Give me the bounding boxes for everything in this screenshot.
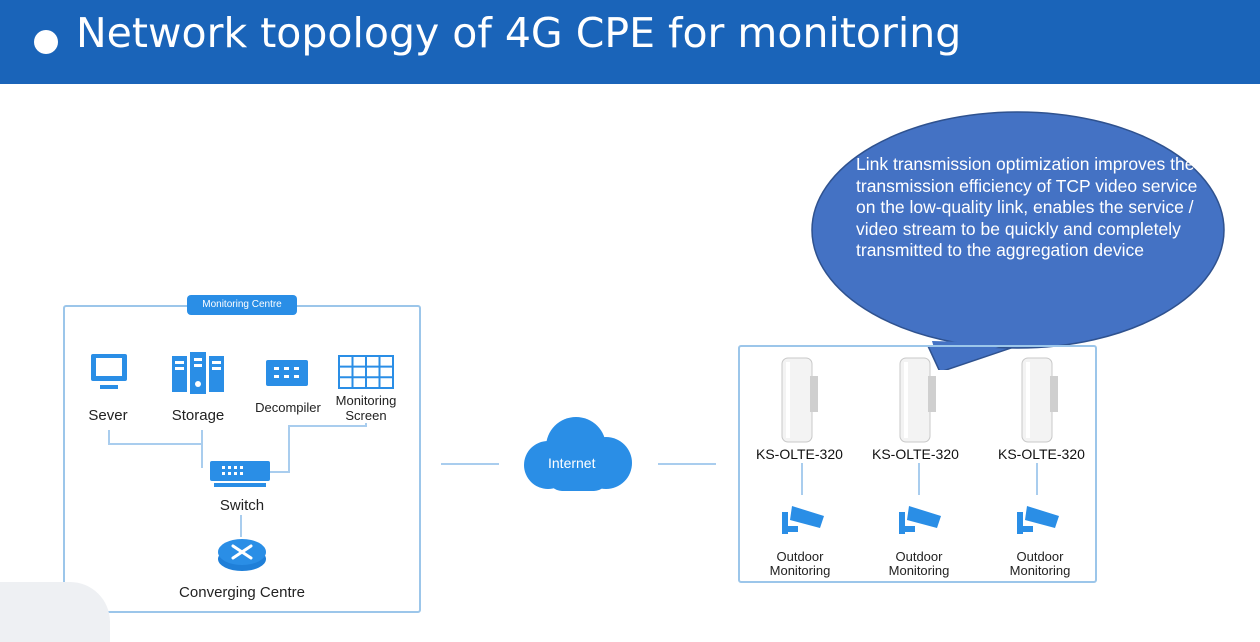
decompiler-icon xyxy=(266,360,308,386)
connector xyxy=(441,463,499,465)
camera-icon xyxy=(782,506,824,534)
camera-label-line2: Monitoring xyxy=(769,563,831,578)
camera-label-line2: Monitoring xyxy=(888,563,950,578)
camera-icon xyxy=(1017,506,1059,534)
device-label: KS-OLTE-320 xyxy=(998,446,1085,462)
camera-label-line1: Outdoor xyxy=(776,549,824,564)
slide-title: Network topology of 4G CPE for monitorin… xyxy=(76,9,962,57)
callout-text: Link transmission optimization improves … xyxy=(856,154,1198,260)
connector xyxy=(918,463,920,495)
server-rack-icon xyxy=(172,352,224,394)
connector xyxy=(365,423,367,427)
device-label: KS-OLTE-320 xyxy=(756,446,843,462)
camera-label-line1: Outdoor xyxy=(1016,549,1064,564)
sever-label: Sever xyxy=(88,407,128,424)
cpe-device-icon xyxy=(781,357,818,443)
connector xyxy=(801,463,803,495)
connector xyxy=(1036,463,1038,495)
cloud-icon xyxy=(524,417,632,491)
router-icon xyxy=(218,539,266,571)
connector xyxy=(240,515,242,537)
connector xyxy=(108,443,203,445)
monitor-icon xyxy=(91,354,127,389)
camera-icon xyxy=(899,506,941,534)
connector xyxy=(201,430,203,445)
cpe-device-icon xyxy=(1021,357,1058,443)
monitoring-screen-label-line1: Monitoring xyxy=(335,393,397,408)
callout-bubble xyxy=(811,111,1225,370)
internet-label: Internet xyxy=(548,455,596,471)
monitoring-centre-label: Monitoring Centre xyxy=(187,295,297,315)
camera-label-line2: Monitoring xyxy=(1009,563,1071,578)
slide-header: Network topology of 4G CPE for monitorin… xyxy=(0,0,1260,84)
switch-icon xyxy=(210,461,270,487)
connector xyxy=(268,471,290,473)
cpe-device-icon xyxy=(899,357,936,443)
outdoor-sites-box xyxy=(738,345,1097,583)
connector xyxy=(288,425,290,473)
connector xyxy=(658,463,716,465)
connector xyxy=(108,430,110,444)
connector xyxy=(201,443,203,468)
connector xyxy=(288,425,367,427)
storage-label: Storage xyxy=(171,407,225,424)
device-label: KS-OLTE-320 xyxy=(872,446,959,462)
decorative-shape xyxy=(0,582,110,642)
video-wall-icon xyxy=(338,355,394,389)
decompiler-label: Decompiler xyxy=(255,400,321,415)
switch-label: Switch xyxy=(219,497,265,514)
bullet-icon xyxy=(34,30,58,54)
monitoring-screen-label-line2: Screen xyxy=(345,408,387,423)
camera-label-line1: Outdoor xyxy=(895,549,943,564)
converging-centre-label: Converging Centre xyxy=(179,584,305,601)
